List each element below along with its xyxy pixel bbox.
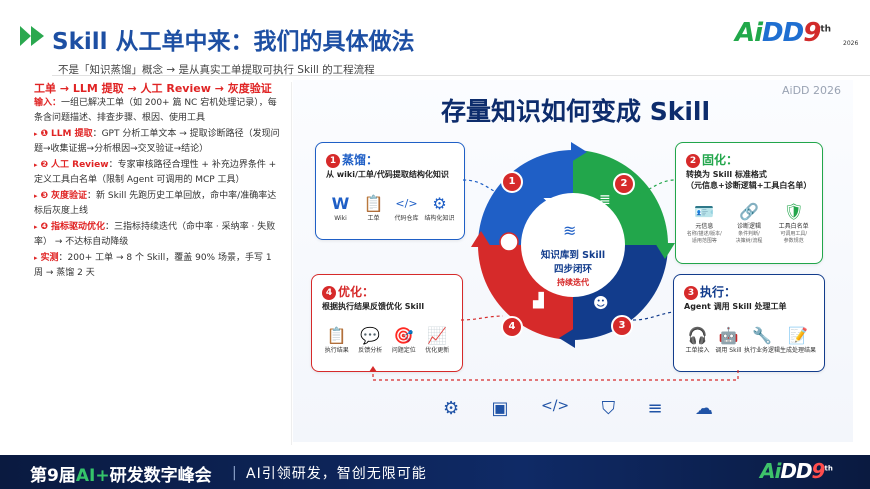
- figure-title: 存量知识如何变成 Skill: [441, 97, 711, 126]
- optimize-update-icon: 📈优化更新: [425, 326, 450, 354]
- shield-icon: ⛉: [601, 398, 616, 419]
- footer-separator: |: [232, 465, 237, 481]
- footer-bar: [0, 455, 870, 489]
- chip-icon: ▣: [491, 398, 509, 419]
- conference-name: 第9届AI+研发数字峰会: [30, 466, 212, 486]
- page-title: Skill 从工单中来：我们的具体做法: [52, 29, 415, 55]
- cloud-icon: ☁: [694, 398, 713, 419]
- diagnosis-logic-icon: 🔗诊断逻辑条件判断/决策树/流程: [735, 202, 763, 244]
- structured-knowledge-icon: ⚙结构化知识: [424, 194, 455, 222]
- header-divider: [52, 75, 870, 76]
- bullet-icon: ▸: [34, 192, 38, 200]
- column-divider: [291, 82, 292, 445]
- meta-info-icon: 🪪元信息名称/描述/版本/适用范围等: [686, 202, 722, 244]
- database-icon: ≡: [647, 398, 663, 419]
- skill-cycle-figure: 存量知识如何变成 Skill AiDD 2026 ⏷ ≣ ☻ ▟ ≋ 1 2 3…: [293, 80, 853, 442]
- execute-logic-icon: 🔧执行业务逻辑: [743, 326, 780, 354]
- footer-slogan: AI引领研发，智创无限可能: [246, 466, 427, 482]
- issue-locate-icon: 🎯问题定位: [391, 326, 416, 354]
- cycle-diagram: ⏷ ≣ ☻ ▟ ≋: [471, 142, 675, 348]
- cycle-center: 知识库到 Skill 四步闭环 持续迭代: [540, 250, 606, 287]
- step-item-3: ▸❸ 灰度验证：新 Skill 先跑历史工单回放，命中率/准确率达标后灰度上线: [34, 191, 277, 216]
- code-icon: </>: [540, 398, 570, 414]
- page-subtitle: 不是「知识蒸馏」概念 → 是从真实工单提取可执行 Skill 的工程流程: [58, 64, 375, 76]
- ring-badge-3: 3: [611, 315, 633, 337]
- ring-badge-2: 2: [613, 173, 635, 195]
- bullet-icon: ▸: [34, 130, 38, 138]
- code-repo-icon: </>代码仓库: [394, 197, 419, 222]
- ticket-intake-icon: 🎧工单接入: [685, 326, 710, 354]
- ticket-icon: 📋工单: [363, 194, 384, 222]
- funnel-icon: ⏷: [543, 193, 554, 209]
- play-arrow-icon: [20, 26, 44, 46]
- generate-result-icon: 📝生成处理结果: [779, 326, 816, 354]
- bar-chart-icon: ▟: [532, 291, 544, 309]
- feedback-analysis-icon: 💬反馈分析: [358, 326, 383, 354]
- figure-tag: AiDD 2026: [782, 84, 842, 97]
- robot-icon: ☻: [593, 294, 609, 312]
- bullet-icon: ▸: [34, 254, 38, 262]
- ring-badge-4: 4: [501, 316, 523, 338]
- step-item-1: ▸❶ LLM 提取：GPT 分析工单文本 → 提取诊断路径（发现问题→收集证据→…: [34, 129, 280, 154]
- tool-whitelist-icon: 🛡工具白名单可调用工具/参数规范: [778, 202, 809, 244]
- ring-badge-1: 1: [501, 171, 523, 193]
- document-icon: ≣: [599, 192, 611, 208]
- execution-result-icon: 📋执行结果: [324, 326, 349, 354]
- input-item: 输入：一组已解决工单（如 200+ 篇 NC 宕机处理记录），每条含问题描述、排…: [34, 98, 277, 123]
- step-item-2: ▸❷ 人工 Review：专家审核路径合理性 + 补充边界条件 + 定义工具白名…: [34, 160, 277, 185]
- layers-icon: ≋: [563, 221, 576, 240]
- bullet-icon: ▸: [34, 223, 38, 231]
- process-description: 工单 → LLM 提取 → 人工 Review → 灰度验证 输入：一组已解决工…: [34, 82, 280, 281]
- gear-icon: ⚙: [443, 398, 460, 419]
- bottom-icon-row: ⚙ ▣ </> ⛉ ≡ ☁: [443, 398, 713, 419]
- bullet-icon: ▸: [34, 161, 38, 169]
- result-item: ▸实测：200+ 工单 → 8 个 Skill，覆盖 90% 场景，手写 1 周…: [34, 253, 272, 278]
- invoke-skill-icon: 🤖调用 Skill: [715, 326, 742, 354]
- process-heading: 工单 → LLM 提取 → 人工 Review → 灰度验证: [34, 82, 272, 95]
- footer-aidd-logo: AiDD9th: [760, 459, 833, 483]
- step-item-4: ▸❹ 指标驱动优化：三指标持续迭代（命中率 · 采纳率 · 失败率） → 不达标…: [34, 222, 276, 247]
- connector-arrows: [369, 179, 739, 381]
